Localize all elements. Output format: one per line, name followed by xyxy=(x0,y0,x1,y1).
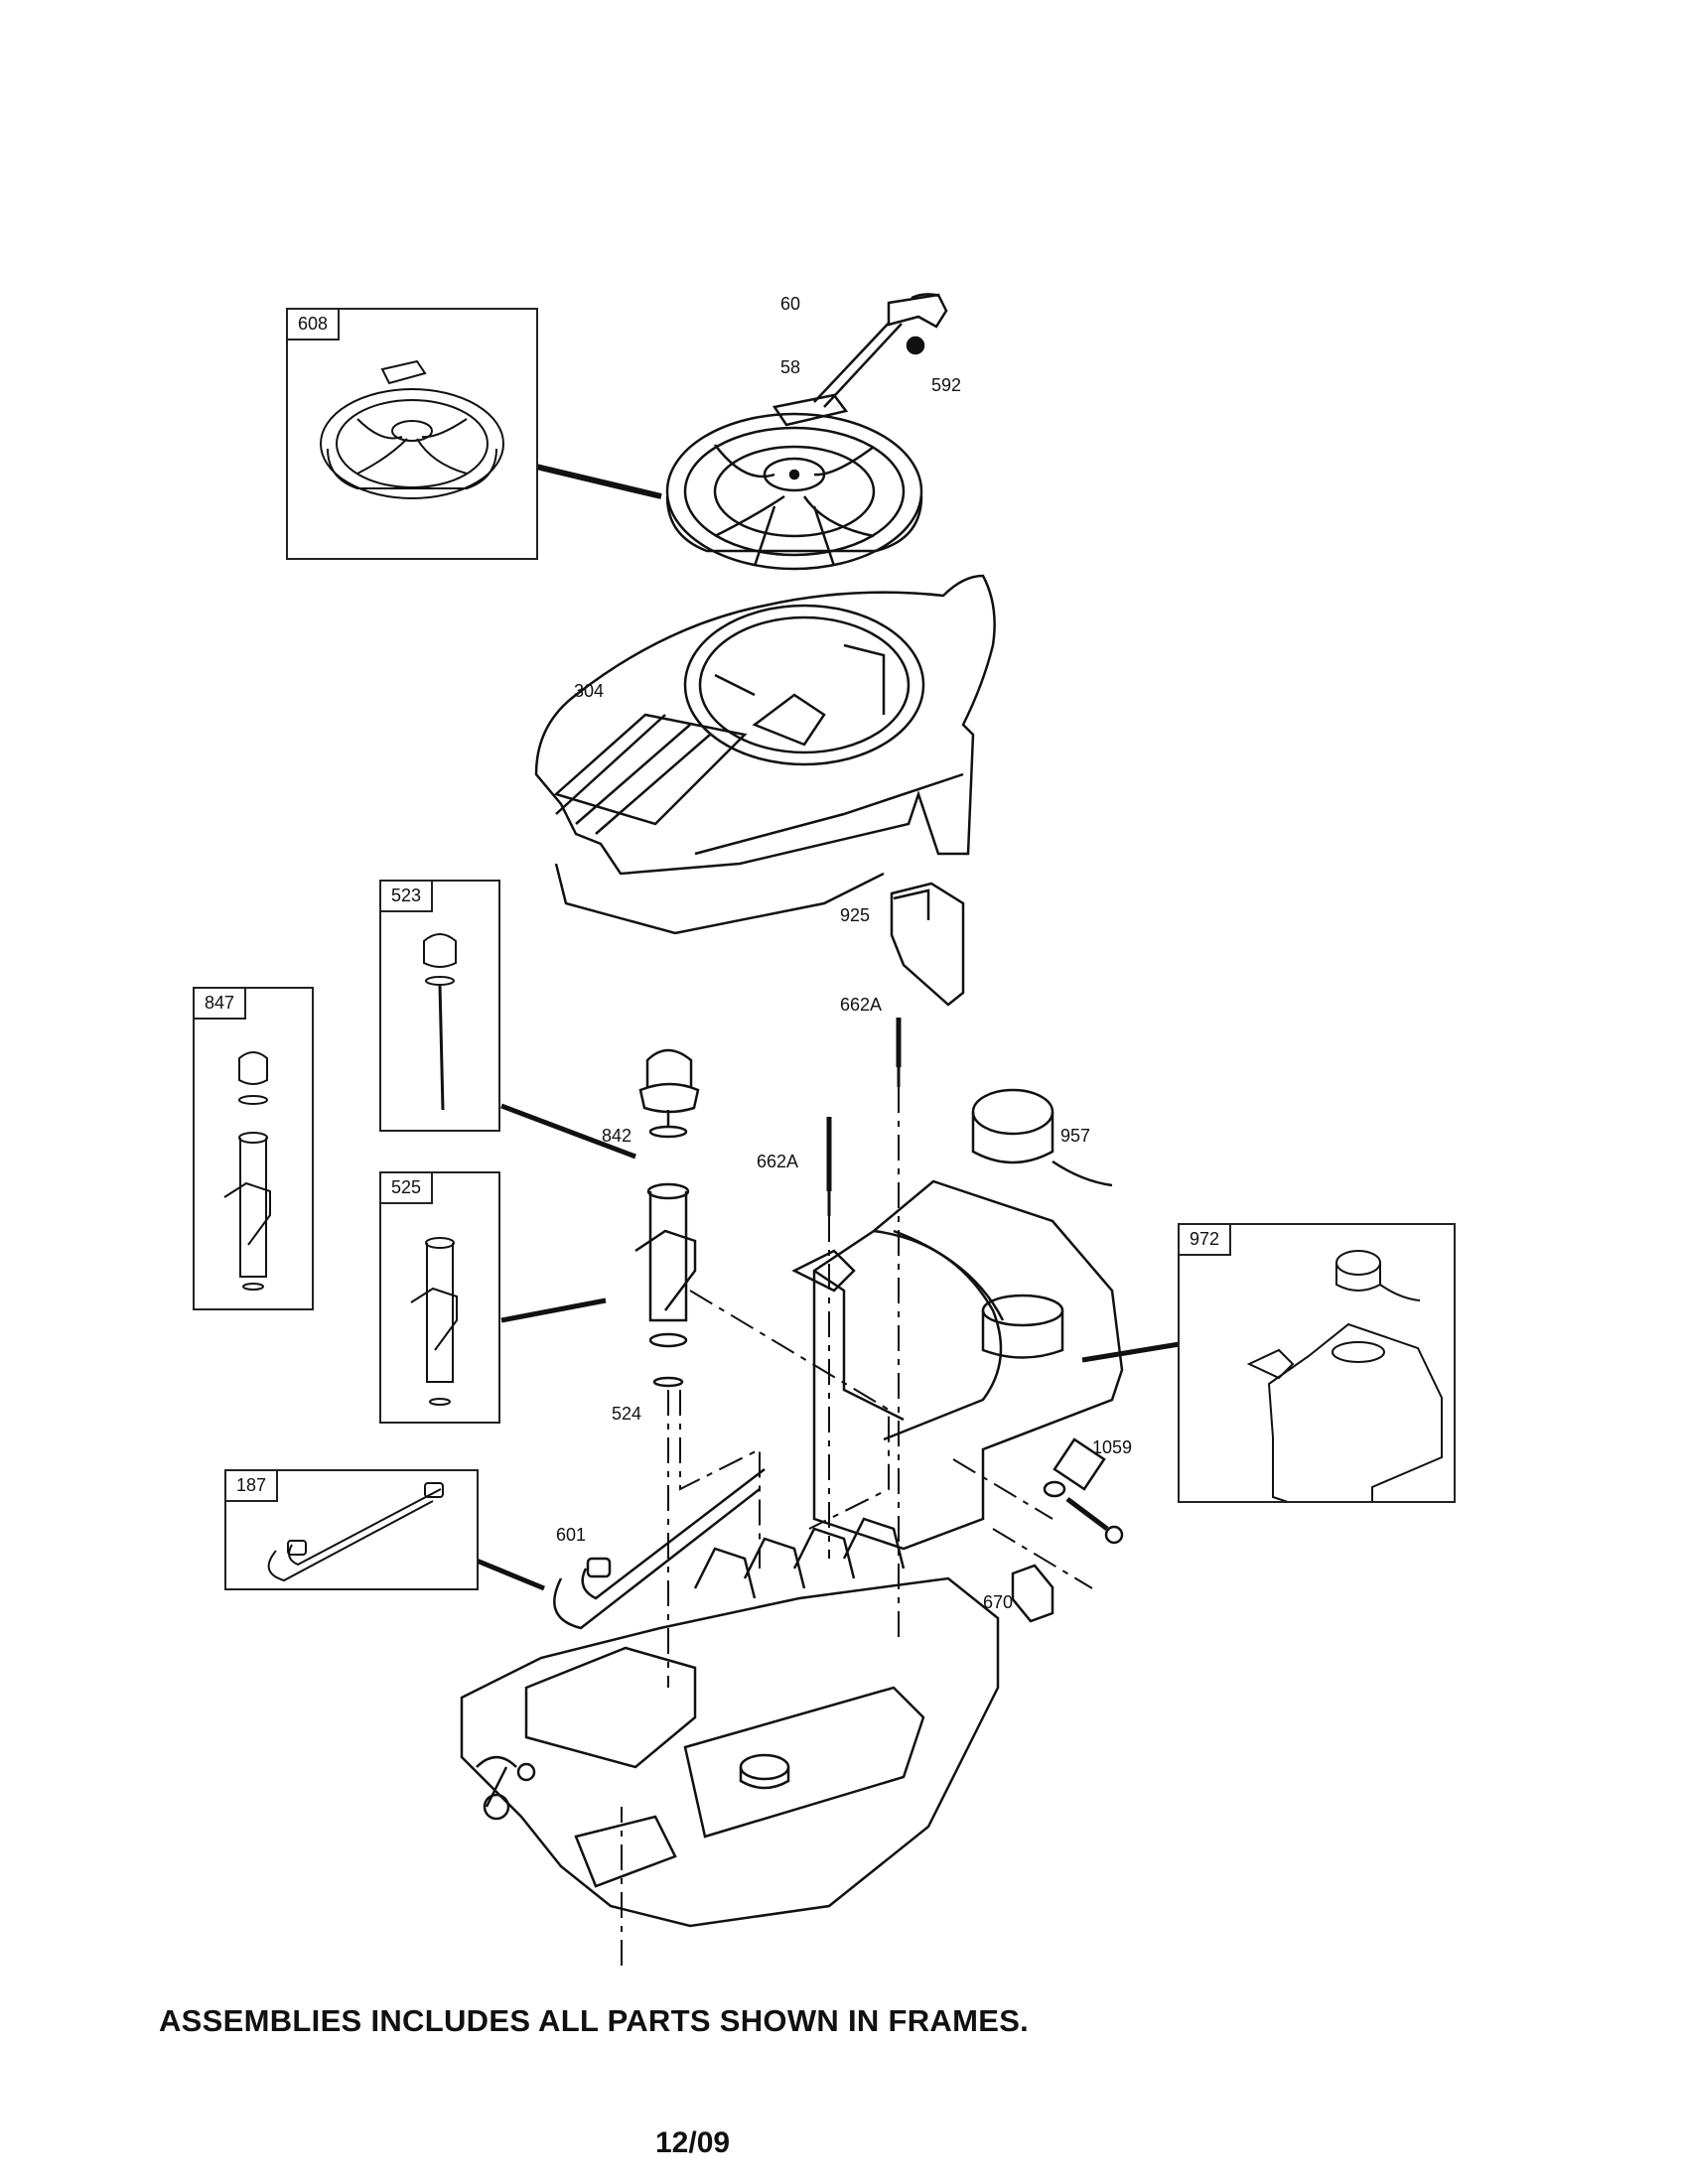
part-662a-upper-label: 662A xyxy=(840,995,883,1015)
frame-525-label: 525 xyxy=(381,1173,434,1204)
part-304-label: 304 xyxy=(574,681,605,701)
frame-972: 972 xyxy=(1178,1223,1456,1519)
frame-608-label: 608 xyxy=(288,310,341,341)
frame-523-label: 523 xyxy=(381,882,434,912)
breather-tube-icon xyxy=(267,1482,444,1582)
engine-block-drawing xyxy=(460,1517,1000,1928)
part-524-label: 524 xyxy=(612,1404,642,1424)
part-957-label: 957 xyxy=(1060,1126,1091,1146)
part-842-label: 842 xyxy=(602,1126,632,1146)
fuel-tank-drawing xyxy=(791,1179,1124,1551)
part-592-label: 592 xyxy=(931,375,962,395)
page-date: 12/09 xyxy=(655,2126,731,2159)
recoil-starter-drawing xyxy=(665,293,948,571)
part-1059-label: 1059 xyxy=(1092,1437,1133,1457)
recoil-starter-icon xyxy=(320,359,504,499)
oil-fill-assembly-icon xyxy=(223,1051,271,1291)
frame-608: 608 xyxy=(286,308,538,560)
dipstick-icon xyxy=(423,933,457,1111)
fuel-tank-assembly-icon xyxy=(1246,1250,1443,1519)
frame-187: 187 xyxy=(224,1469,479,1590)
frame-847-label: 847 xyxy=(195,989,247,1020)
air-guide-drawing xyxy=(890,882,965,1007)
part-662a-lower-label: 662A xyxy=(757,1152,799,1171)
part-925-label: 925 xyxy=(840,905,871,925)
frame-847: 847 xyxy=(193,987,314,1310)
spacer-drawing xyxy=(1011,1564,1054,1623)
alignment-lines xyxy=(621,1087,1093,1966)
frame-523: 523 xyxy=(379,880,500,1132)
part-60-label: 60 xyxy=(780,294,801,314)
fill-tube-icon xyxy=(410,1237,458,1406)
fuel-cap-drawing xyxy=(971,1088,1113,1187)
part-670-label: 670 xyxy=(983,1592,1014,1612)
part-601-label: 601 xyxy=(556,1525,587,1545)
bolt-1059-drawing xyxy=(1043,1437,1124,1545)
frame-525: 525 xyxy=(379,1171,500,1424)
bolt-662a-drawing xyxy=(826,1018,902,1216)
assemblies-note: ASSEMBLIES INCLUDES ALL PARTS SHOWN IN F… xyxy=(159,2003,1030,2038)
oil-fill-tube-drawing xyxy=(634,1048,700,1388)
frame-187-label: 187 xyxy=(226,1471,279,1502)
breather-tube-drawing xyxy=(553,1468,766,1630)
frame-972-label: 972 xyxy=(1180,1225,1232,1256)
blower-housing-drawing xyxy=(534,574,996,935)
part-58-label: 58 xyxy=(780,357,801,377)
